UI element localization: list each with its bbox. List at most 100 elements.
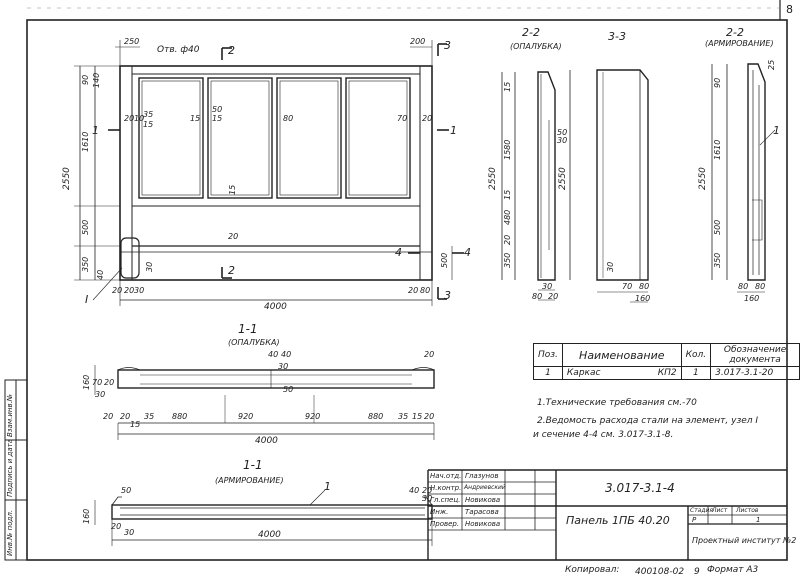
section-11-formwork bbox=[94, 365, 435, 440]
side-stamp-repl: Взам.инв.№ bbox=[6, 393, 14, 437]
s22a-dim-80b: 80 bbox=[755, 282, 766, 291]
dim-inner-35: 35 bbox=[143, 110, 154, 119]
tb-stage: Р bbox=[692, 516, 697, 524]
dim-inner-15d: 15 bbox=[228, 184, 237, 195]
sheet-frame bbox=[26, 19, 788, 561]
s22f-dim-50: 50 bbox=[557, 128, 568, 137]
s11a-dim-40: 40 bbox=[409, 486, 420, 495]
section-22-reinforcement bbox=[711, 63, 776, 293]
tb-role-4: Провер. bbox=[430, 520, 460, 528]
s22f-dim-30: 30 bbox=[557, 136, 568, 145]
s22a-dim-1610: 1610 bbox=[713, 139, 722, 160]
section-22-arm-subtitle: (АРМИРОВАНИЕ) bbox=[705, 39, 774, 48]
s11f-b-20c: 20 bbox=[424, 412, 435, 421]
dim-total-4000: 4000 bbox=[264, 302, 287, 312]
section-11-arm-subtitle: (АРМИРОВАНИЕ) bbox=[215, 476, 284, 485]
s11f-top-40a: 40 bbox=[268, 350, 279, 359]
spec-row-mark: КП2 bbox=[657, 368, 677, 378]
spec-row-name-cell: Каркас КП2 bbox=[561, 366, 682, 380]
dim-bottom-80: 80 bbox=[420, 286, 431, 295]
s22a-dim-500: 500 bbox=[713, 219, 722, 235]
s11a-dim-50: 50 bbox=[121, 486, 132, 495]
s11a-pos-1: 1 bbox=[324, 480, 331, 493]
cut-mark-3-top: 3 bbox=[444, 39, 451, 52]
side-stamp-sign: Подпись и дата bbox=[6, 439, 14, 497]
dim-bottom-30a: 30 bbox=[134, 286, 145, 295]
side-stamp-inv: Инв.№ подл. bbox=[6, 509, 14, 556]
s22a-dim-90: 90 bbox=[713, 77, 722, 88]
spec-col-qty: Кол. bbox=[680, 343, 712, 367]
s22f-dim-2550: 2550 bbox=[488, 167, 498, 190]
node-label: I bbox=[85, 293, 89, 306]
section-22-form-title: 2-2 bbox=[522, 26, 540, 39]
s11a-dim-30b: 30 bbox=[422, 494, 433, 503]
dim-inner-20c: 20 bbox=[228, 232, 239, 241]
s11a-dim-20b: 20 bbox=[422, 486, 433, 495]
s22f-dim-15b: 15 bbox=[503, 189, 512, 200]
tb-name-4: Новикова bbox=[465, 520, 501, 528]
s33-dim-160: 160 bbox=[635, 294, 651, 303]
s11f-b-35: 35 bbox=[144, 412, 155, 421]
s11f-b-15: 15 bbox=[412, 412, 423, 421]
tb-copy-no: 9 bbox=[694, 567, 700, 577]
s11f-total-4000: 4000 bbox=[255, 436, 278, 446]
section-11-reinforcement bbox=[94, 489, 433, 546]
section-33-title: 3-3 bbox=[608, 30, 626, 43]
section-11-form-title: 1-1 bbox=[238, 322, 258, 336]
s22f-dim-20b: 20 bbox=[548, 292, 559, 301]
dim-bottom-20b: 20 bbox=[124, 286, 135, 295]
dim-inner-15b: 15 bbox=[190, 114, 201, 123]
s11f-b-920a: 920 bbox=[238, 412, 254, 421]
section-11-form-subtitle: (ОПАЛУБКА) bbox=[228, 338, 280, 347]
dim-inner-20: 20 bbox=[124, 114, 135, 123]
cut-mark-1-right: 1 bbox=[450, 124, 457, 137]
dim-40: 40 bbox=[96, 269, 105, 280]
dim-140: 140 bbox=[92, 72, 101, 88]
spec-row: 1 Каркас КП2 1 3.017-3.1-20 bbox=[533, 366, 800, 380]
s11a-dim-160: 160 bbox=[82, 508, 91, 524]
spec-row-name: Каркас bbox=[566, 368, 601, 378]
s22a-dim-80a: 80 bbox=[738, 282, 749, 291]
note-2: 2.Ведомость расхода стали на элемент, уз… bbox=[537, 416, 759, 426]
tb-col-sheets: Листов bbox=[736, 507, 759, 514]
spec-col-name: Наименование bbox=[561, 343, 682, 367]
s33-dim-30: 30 bbox=[606, 261, 615, 272]
s22f-dim-80: 80 bbox=[532, 292, 543, 301]
dim-inner-10: 10 bbox=[134, 114, 145, 123]
dim-90: 90 bbox=[81, 74, 90, 85]
cut-mark-4-left: 4 bbox=[395, 246, 402, 259]
s11f-b-35b: 35 bbox=[398, 412, 409, 421]
tb-product: Панель 1ПБ 40.20 bbox=[566, 514, 670, 527]
side-stamp bbox=[4, 379, 28, 561]
s11f-b-20b: 20 bbox=[120, 412, 131, 421]
s11f-left-70: 70 bbox=[92, 378, 103, 387]
tb-role-3: Инж. bbox=[430, 508, 449, 516]
s11f-top-30: 30 bbox=[278, 362, 289, 371]
section-33 bbox=[569, 69, 649, 303]
tb-name-1: Андриевский bbox=[464, 484, 506, 491]
s22a-dim-2550: 2550 bbox=[698, 167, 708, 190]
tb-role-1: Н.контр. bbox=[430, 484, 462, 492]
dim-1610: 1610 bbox=[81, 131, 90, 152]
tb-name-2: Новикова bbox=[465, 496, 501, 504]
s22a-dim-160: 160 bbox=[744, 294, 760, 303]
tb-role-2: Гл.спец. bbox=[430, 496, 461, 504]
tb-col-stage: Стадия bbox=[690, 507, 714, 514]
dim-500: 500 bbox=[81, 219, 90, 235]
cut-mark-4-right: 4 bbox=[464, 246, 471, 259]
dim-inner-15c: 15 bbox=[212, 114, 223, 123]
sheet-number: 8 bbox=[786, 3, 793, 16]
tb-copy-id: 400108-02 bbox=[635, 567, 685, 577]
note-3: и сечение 4-4 см. 3.017-3.1-8. bbox=[533, 430, 674, 440]
tb-doc-code: 3.017-3.1-4 bbox=[605, 481, 675, 495]
section-11-arm-title: 1-1 bbox=[243, 458, 263, 472]
s22a-dim-350: 350 bbox=[713, 252, 722, 268]
dim-inner-50: 50 bbox=[212, 105, 223, 114]
spec-row-doc: 3.017-3.1-20 bbox=[710, 366, 800, 380]
dim-350: 350 bbox=[81, 256, 90, 272]
front-view bbox=[74, 40, 464, 306]
spec-row-pos: 1 bbox=[533, 366, 563, 380]
spec-row-qty: 1 bbox=[680, 366, 712, 380]
cut-mark-3-bottom: 3 bbox=[444, 289, 451, 302]
